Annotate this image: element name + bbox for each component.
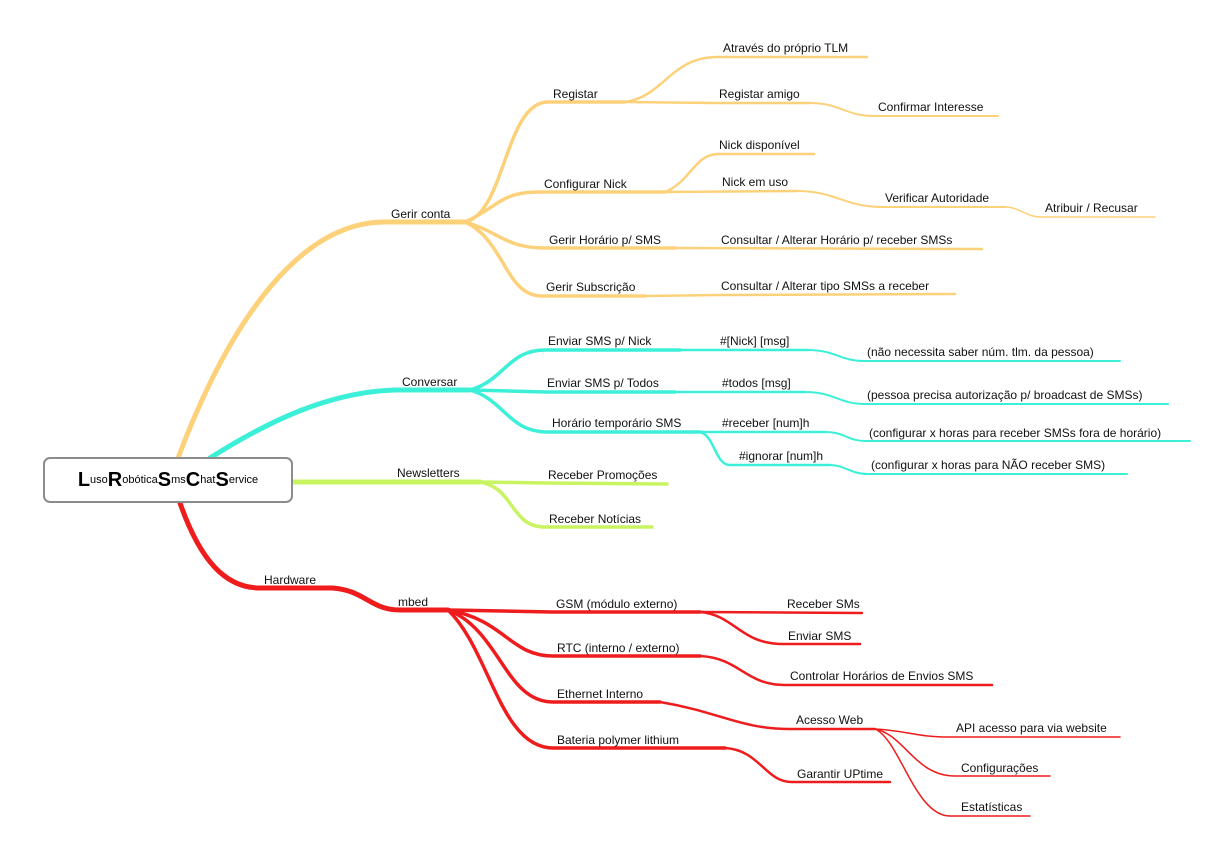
root-cap-3: S [157,468,172,491]
root-rest-4: hat [200,474,216,486]
branch-gerir-conta [175,55,1156,461]
node-atraves-proprio-tlm: Através do próprio TLM [723,41,848,55]
connector-gerir-subscricao [463,220,647,298]
node-nick-em-uso: Nick em uso [722,175,788,189]
node-controlar-horarios: Controlar Horários de Envios SMS [790,669,973,683]
root-cap-4: C [185,468,201,491]
connector-subscricao-consultar [643,292,957,298]
node-consultar-horario: Consultar / Alterar Horário p/ receber S… [721,233,952,247]
node-note-todos: (pessoa precisa autorização p/ broadcast… [867,388,1142,402]
node-enviar-sms-todos: Enviar SMS p/ Todos [547,376,659,390]
node-enviar-sms-nick: Enviar SMS p/ Nick [548,334,652,348]
node-newsletters: Newsletters [397,466,460,480]
connector-nick-emuso [663,189,799,194]
connector-receber-note [824,431,1191,442]
node-hardware: Hardware [264,573,316,587]
node-configurar-nick: Configurar Nick [544,177,628,191]
node-configuracoes: Configurações [961,761,1038,775]
connector-root-hardware [177,500,335,591]
root-cap-1: L [77,468,91,491]
connector-conversar-nick [468,348,682,392]
connector-ignorar-note [829,464,1128,475]
connector-hardware-mbed [329,585,451,613]
node-verificar-autoridade: Verificar Autoridade [885,191,989,205]
node-registar: Registar [553,87,598,101]
node-receber-sms: Receber SMs [787,597,860,611]
node-conversar: Conversar [402,375,457,389]
connector-verificar-atribuir [1004,206,1156,218]
root-rest-2: obótica [122,474,158,486]
node-mbed: mbed [398,595,428,609]
connector-emuso-verificar [796,190,1006,208]
root-rest-3: ms [171,474,186,486]
node-receber-noticias: Receber Notícias [549,512,641,526]
connector-newsletters-promocoes [478,480,669,486]
root-cap-5: S [215,468,229,491]
root-rest-5: ervice [228,474,259,486]
node-cmd-ignorar: #ignorar [num]h [739,449,823,463]
connector-registar-amigo [623,100,812,105]
connector-registar-proprio [623,55,869,104]
connector-conversar-horario [468,388,702,434]
connector-mbed-gsm [446,608,702,614]
connector-newsletters-noticias [478,480,654,529]
connector-mbed-rtc [446,608,702,658]
branch-newsletters [290,479,669,529]
node-bateria: Bateria polymer lithium [557,733,679,747]
node-enviar-sms: Enviar SMS [788,629,851,643]
node-atribuir-recusar: Atribuir / Recusar [1045,201,1138,215]
node-registar-amigo: Registar amigo [719,87,800,101]
node-nick-disponivel: Nick disponível [719,138,800,152]
node-cmd-receber: #receber [num]h [722,416,809,430]
node-note-nick: (não necessita saber núm. tlm. da pessoa… [867,345,1094,359]
connector-acesso-api [874,728,1121,738]
node-gerir-subscricao: Gerir Subscrição [546,280,636,294]
connector-amigo-confirmar [809,102,999,117]
root-cap-2: R [107,468,123,491]
node-estatisticas: Estatísticas [961,800,1022,814]
node-api-acesso: API acesso para via website [956,721,1107,735]
connector-mbed-ethernet [446,608,662,704]
node-gerir-horario: Gerir Horário p/ SMS [549,233,661,247]
connector-gerir-nick [463,190,667,224]
connector-horario-ignorar [698,430,832,467]
connector-cmd-todos-note [804,391,1169,405]
connector-horario-consultar [673,246,984,251]
node-cmd-todos: #todos [msg] [722,376,791,390]
node-gsm: GSM (módulo externo) [556,597,677,611]
connector-gerir-registar [463,100,627,224]
node-cmd-nick: #[Nick] [msg] [720,334,789,348]
connector-conversar-todos [468,388,677,394]
connector-gsm-enviar [698,610,862,646]
connector-rtc-controlar [698,654,994,687]
node-note-receber: (configurar x horas para receber SMSs fo… [869,426,1161,440]
node-gerir-conta: Gerir conta [391,207,451,221]
connector-gsm-receber [698,610,864,615]
connector-acesso-config [874,728,1051,777]
connector-root-conversar [207,387,473,461]
node-note-ignorar: (configurar x horas para NÃO receber SMS… [871,458,1105,472]
node-rtc: RTC (interno / externo) [557,641,680,655]
node-receber-promocoes: Receber Promoções [548,468,657,482]
connector-mbed-bateria [446,608,727,750]
connector-acesso-stats [874,728,1031,817]
connector-root-gerir [175,219,468,461]
branch-hardware [177,500,1121,817]
connector-ethernet-acesso [658,700,877,731]
root-rest-1: uso [90,474,108,486]
node-confirmar-interesse: Confirmar Interesse [878,100,984,114]
connector-nick-disponivel [663,152,816,194]
branch-conversar [207,348,1191,475]
node-ethernet: Ethernet Interno [557,687,643,701]
node-consultar-tipo: Consultar / Alterar tipo SMSs a receber [721,279,929,293]
connector-bateria-uptime [723,746,892,784]
node-acesso-web: Acesso Web [796,713,863,727]
node-horario-temporario: Horário temporário SMS [552,416,681,430]
connector-cmd-nick-note [807,349,1121,362]
labels: Gerir conta Registar Através do próprio … [264,41,1161,814]
connector-gerir-horario [463,220,677,250]
node-garantir-uptime: Garantir UPtime [797,767,883,781]
